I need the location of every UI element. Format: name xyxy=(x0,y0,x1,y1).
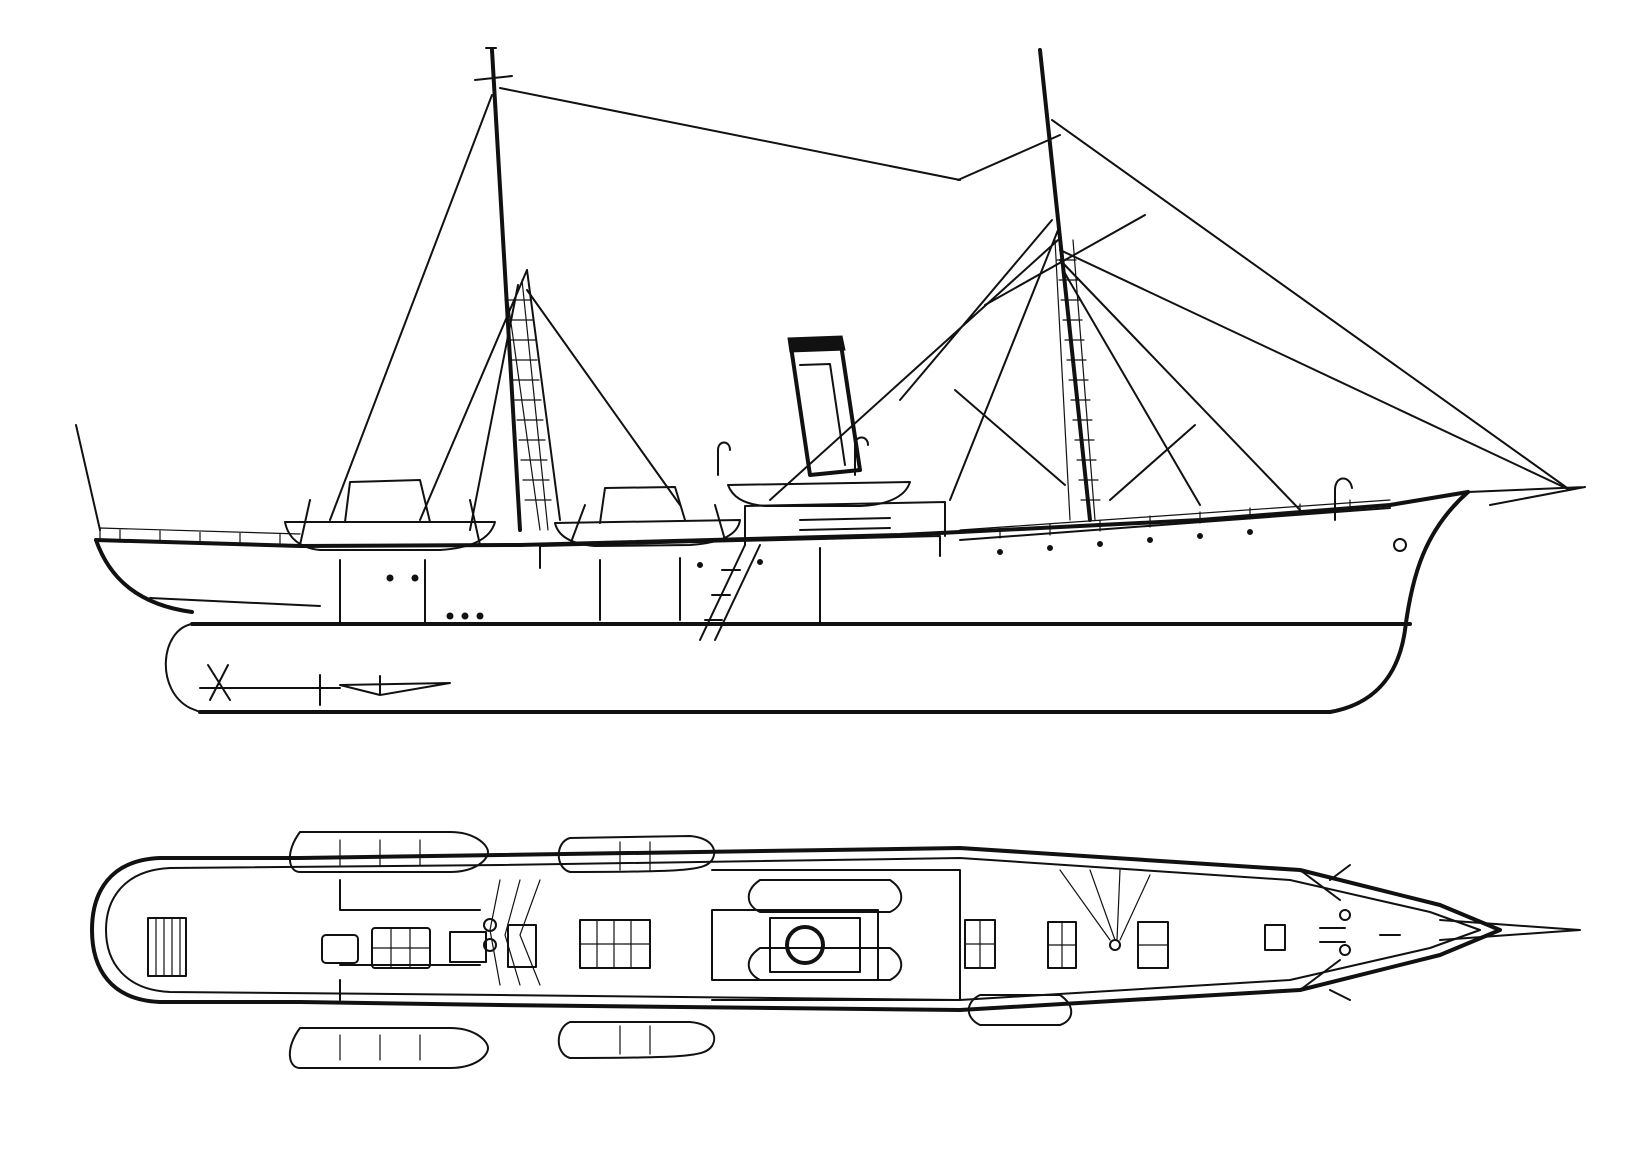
bowsprit xyxy=(1467,486,1586,506)
boat-thwarts xyxy=(339,839,651,1061)
lifeboat-bridge xyxy=(727,481,911,507)
boat-chocks-fwd xyxy=(747,879,903,981)
boat-port-aft xyxy=(288,831,489,873)
anchors-plan xyxy=(1299,864,1351,1001)
ventilator-aft xyxy=(717,441,731,476)
accommodation-ladder xyxy=(699,544,761,641)
funnel-outline xyxy=(788,336,862,477)
bridge-house xyxy=(744,501,946,546)
anchor-davit xyxy=(1334,477,1353,521)
funnel-inner xyxy=(799,363,846,466)
boat-fwd-deck xyxy=(967,994,1073,1026)
bollard-1 xyxy=(1339,909,1351,921)
mast-step-aft-2 xyxy=(483,938,497,952)
bulwark-forward xyxy=(959,507,1391,541)
boat-port-mid xyxy=(557,835,716,873)
mainmast-ratlines xyxy=(504,279,552,531)
lifeboat-aft xyxy=(284,521,496,551)
bowsprit-plan xyxy=(1439,919,1581,941)
mainmast-boom xyxy=(526,269,561,521)
funnel xyxy=(717,335,869,477)
portholes xyxy=(386,529,1253,620)
stern-profile xyxy=(94,538,194,614)
funnel-plan xyxy=(785,925,825,965)
propeller-shaft xyxy=(204,674,341,706)
rigging-plan-aft xyxy=(489,879,541,986)
foremast xyxy=(75,48,1586,531)
engine-casing-plan xyxy=(711,869,961,1001)
foremast-pole xyxy=(1038,48,1092,522)
propeller xyxy=(199,664,241,701)
counter-line xyxy=(149,597,321,607)
foremast-stays xyxy=(769,119,1571,511)
ventilator-fwd xyxy=(854,436,869,476)
centerline-aft xyxy=(339,879,481,1001)
deck-plan-view xyxy=(90,831,1581,1069)
funnel-cap xyxy=(787,335,846,353)
lifeboat-mid xyxy=(554,519,741,547)
mast-step-fwd xyxy=(1109,939,1121,951)
torpedo xyxy=(339,675,451,696)
foremast-derrick xyxy=(954,389,1196,501)
casing-outline xyxy=(711,909,879,981)
inner-bulwark xyxy=(105,857,1481,1001)
bow-profile xyxy=(1328,490,1470,714)
deck-outline xyxy=(90,846,1502,1012)
stern-flagstaff xyxy=(75,424,101,531)
side-elevation-view xyxy=(75,47,1586,714)
lifeboats-plan xyxy=(288,831,1073,1069)
rudder xyxy=(164,623,201,713)
boat-davits xyxy=(299,499,726,546)
capstans-bow xyxy=(1264,924,1401,951)
mainmast xyxy=(329,47,961,532)
funnel-plan-outline xyxy=(769,917,861,973)
mainmast-crosstree xyxy=(474,75,513,81)
boat-stbd-aft xyxy=(288,1027,489,1069)
hatch-aft-1 xyxy=(321,934,359,964)
deckhouse-windows xyxy=(799,517,891,531)
foremast-gaff xyxy=(957,134,1061,181)
stanchions xyxy=(339,547,821,623)
boat-cover-aft xyxy=(344,479,431,523)
hawse-pipe xyxy=(1393,538,1407,552)
foremast-ratlines xyxy=(1054,239,1101,521)
mainmast-stays xyxy=(329,87,961,531)
rigging-plan-fwd xyxy=(1059,869,1151,941)
bollard-2 xyxy=(1339,944,1351,956)
boat-stbd-mid xyxy=(557,1021,716,1059)
stern-grating xyxy=(147,917,187,977)
bow-fittings xyxy=(1334,477,1407,552)
hull xyxy=(94,490,1470,714)
rail-forward xyxy=(959,499,1391,539)
skylight-frame xyxy=(711,869,961,1001)
hatch-aft-3 xyxy=(449,931,487,963)
deck-fittings xyxy=(147,864,1401,1001)
deckhouse-main xyxy=(539,535,941,569)
